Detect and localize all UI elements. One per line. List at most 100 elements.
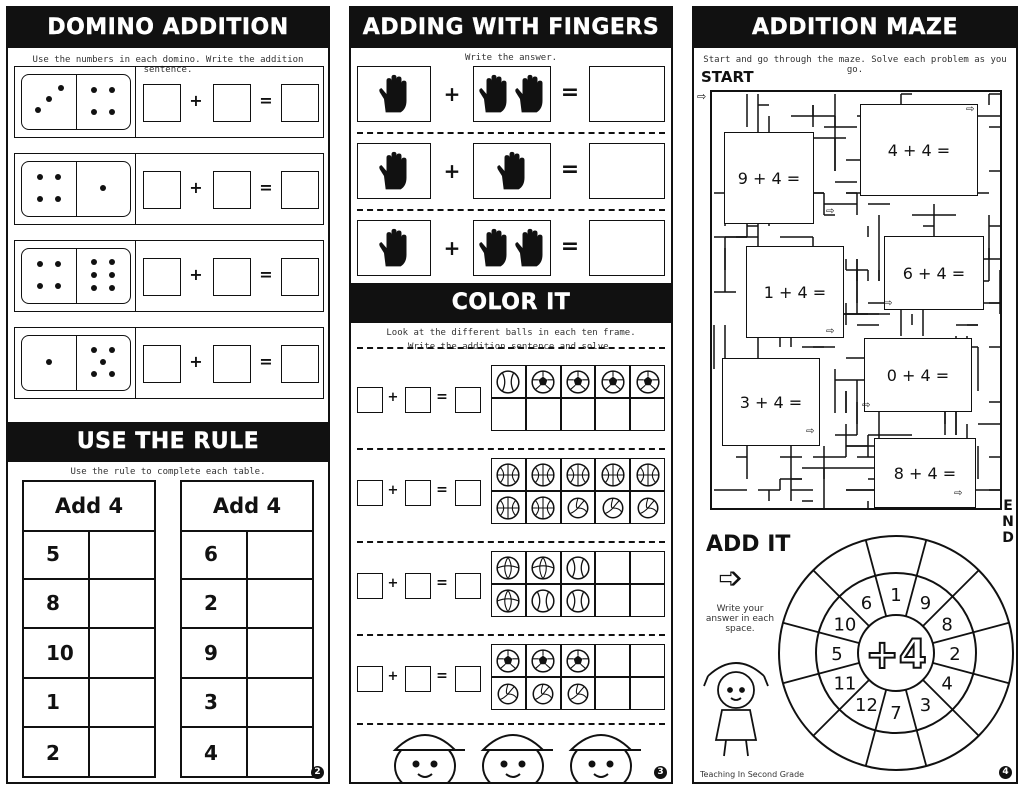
rule-table-answer-cell[interactable] (90, 679, 154, 728)
rule-table-answer-cell[interactable] (248, 728, 312, 778)
hand-icon (515, 228, 543, 267)
ten-frame-cell (491, 491, 526, 524)
ten-frame-cell (491, 458, 526, 491)
answer-box[interactable] (589, 220, 665, 276)
answer-box[interactable] (405, 480, 431, 506)
wheel-number: 5 (831, 644, 842, 665)
domino-divider (76, 162, 77, 216)
rule-table-value: 5 (24, 530, 90, 580)
wheel-spoke (782, 621, 860, 645)
domino-pip (109, 258, 116, 265)
domino-pip (90, 346, 97, 353)
answer-box[interactable] (143, 171, 181, 209)
domino-pip (90, 371, 97, 378)
answer-box[interactable] (455, 387, 481, 413)
wheel-spoke (864, 689, 888, 767)
rule-table-answer-cell[interactable] (248, 679, 312, 728)
soccer-icon (496, 648, 520, 673)
baseball-icon (496, 369, 520, 394)
ten-frame-cell (560, 398, 596, 431)
wheel-spoke (904, 539, 928, 617)
answer-box[interactable] (455, 480, 481, 506)
wheel-spoke (904, 689, 928, 767)
answer-box[interactable] (405, 573, 431, 599)
answer-box[interactable] (213, 345, 251, 383)
wheel-number: 1 (890, 585, 901, 606)
answer-box[interactable] (455, 573, 481, 599)
rule-table-answer-cell[interactable] (90, 530, 154, 580)
answer-box[interactable] (281, 171, 319, 209)
answer-box[interactable] (281, 84, 319, 122)
rule-table-answer-cell[interactable] (248, 629, 312, 679)
maze-arrow-icon: ⇨ (826, 206, 835, 217)
equals-sign: = (259, 352, 273, 371)
rule-table-answer-cell[interactable] (90, 629, 154, 679)
domino-pip (55, 196, 62, 202)
ten-frame (491, 365, 665, 431)
domino-pip (109, 109, 116, 115)
domino-pip (90, 272, 97, 278)
answer-box[interactable] (589, 143, 665, 199)
rule-table-answer-cell[interactable] (248, 580, 312, 629)
wheel-number: 11 (833, 674, 856, 695)
ten-frame-cell (491, 365, 526, 398)
ten-frame-cell (491, 644, 526, 677)
answer-box[interactable] (357, 387, 383, 413)
hand-box (357, 66, 431, 122)
rule-table-answer-cell[interactable] (90, 580, 154, 629)
answer-box[interactable] (213, 84, 251, 122)
rule-table-answer-cell[interactable] (90, 728, 154, 778)
answer-box[interactable] (281, 345, 319, 383)
ten-frame (491, 458, 665, 524)
wheel-spoke (922, 569, 980, 627)
maze-arrow-icon: ⇨ (884, 298, 893, 309)
ten-frame-cell (560, 677, 596, 710)
domino-pip (46, 95, 52, 102)
hand-icon (379, 74, 407, 113)
kid-face-icon (392, 734, 465, 782)
answer-box[interactable] (405, 666, 431, 692)
baseball-icon (531, 588, 555, 613)
plus-sign: + (387, 483, 399, 498)
domino-pip (36, 283, 43, 289)
wheel-number: 8 (941, 615, 952, 636)
answer-box[interactable] (357, 573, 383, 599)
answer-box[interactable] (213, 171, 251, 209)
answer-box[interactable] (143, 345, 181, 383)
equals-sign: = (436, 482, 448, 498)
rule-table-value: 9 (182, 629, 248, 679)
wheel-center (857, 614, 935, 692)
page-number: 2 (311, 766, 324, 779)
domino-pip (36, 196, 43, 202)
dashed-divider (357, 723, 665, 725)
wheel-number: 9 (920, 593, 931, 614)
volleyball-icon (532, 682, 554, 705)
domino-pip (36, 261, 43, 267)
add-it-instruction: Write your answer in each space. (705, 604, 775, 634)
answer-box[interactable] (143, 84, 181, 122)
answer-box[interactable] (455, 666, 481, 692)
rule-table-answer-cell[interactable] (248, 530, 312, 580)
wheel-spoke (932, 621, 1010, 645)
equals-sign: = (259, 265, 273, 284)
answer-box[interactable] (589, 66, 665, 122)
panel-domino-rule: DOMINO ADDITION Use the numbers in each … (6, 6, 330, 784)
answer-box[interactable] (143, 258, 181, 296)
answer-box[interactable] (357, 480, 383, 506)
answer-box[interactable] (213, 258, 251, 296)
page-number: 4 (999, 766, 1012, 779)
volleyball-icon (602, 496, 624, 519)
basketball-icon (635, 462, 660, 487)
domino (21, 335, 131, 391)
kid-face-icon (480, 734, 553, 782)
hand-box (473, 220, 551, 276)
maze-problem: 4 + 4 = (860, 104, 978, 196)
ten-frame-cell (560, 551, 596, 584)
wheel-number: 3 (920, 695, 931, 716)
soccer-icon (566, 648, 590, 673)
answer-box[interactable] (357, 666, 383, 692)
answer-box[interactable] (405, 387, 431, 413)
domino-row: += (14, 153, 324, 225)
answer-box[interactable] (281, 258, 319, 296)
